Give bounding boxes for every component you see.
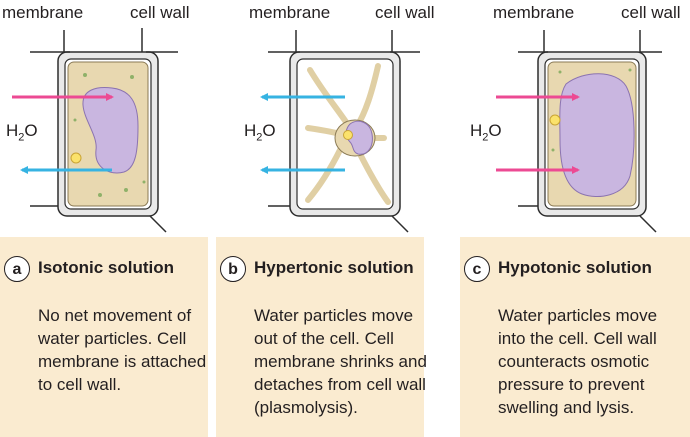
water-label: H2O [6,121,38,144]
panel-title: Hypotonic solution [498,258,652,277]
panel-isotonic: a Isotonic solution No net movement of w… [0,237,208,437]
panel-letter-badge: b [220,256,246,282]
panel-description: Water particles move into the cell. Cell… [498,306,658,417]
cell-hypertonic [260,30,420,233]
water-label: H2O [244,121,276,144]
panel-description: Water particles move out of the cell. Ce… [254,306,427,417]
cell-wall-label: cell wall [375,3,435,22]
panel-letter-badge: a [4,256,30,282]
cell-isotonic [12,28,178,233]
nucleus [549,114,561,126]
panel-hypotonic: c Hypotonic solution Water particles mov… [460,237,690,437]
panel-title: Hypertonic solution [254,258,414,277]
panel-letter-badge: c [464,256,490,282]
nucleus [343,130,353,140]
panel-title: Isotonic solution [38,258,174,277]
vacuole [82,87,139,174]
panel-description: No net movement of water particles. Cell… [38,306,207,394]
cell-hypotonic [496,30,662,233]
cell-wall-label: cell wall [621,3,681,22]
panel-hypertonic: b Hypertonic solution Water particles mo… [216,237,427,437]
cell-wall-label: cell wall [130,3,190,22]
water-label: H2O [470,121,502,144]
vacuole [559,73,635,197]
membrane-label: membrane [493,3,575,22]
nucleus [70,152,82,164]
membrane-label: membrane [249,3,331,22]
osmosis-diagram [12,28,662,233]
membrane-label: membrane [2,3,84,22]
